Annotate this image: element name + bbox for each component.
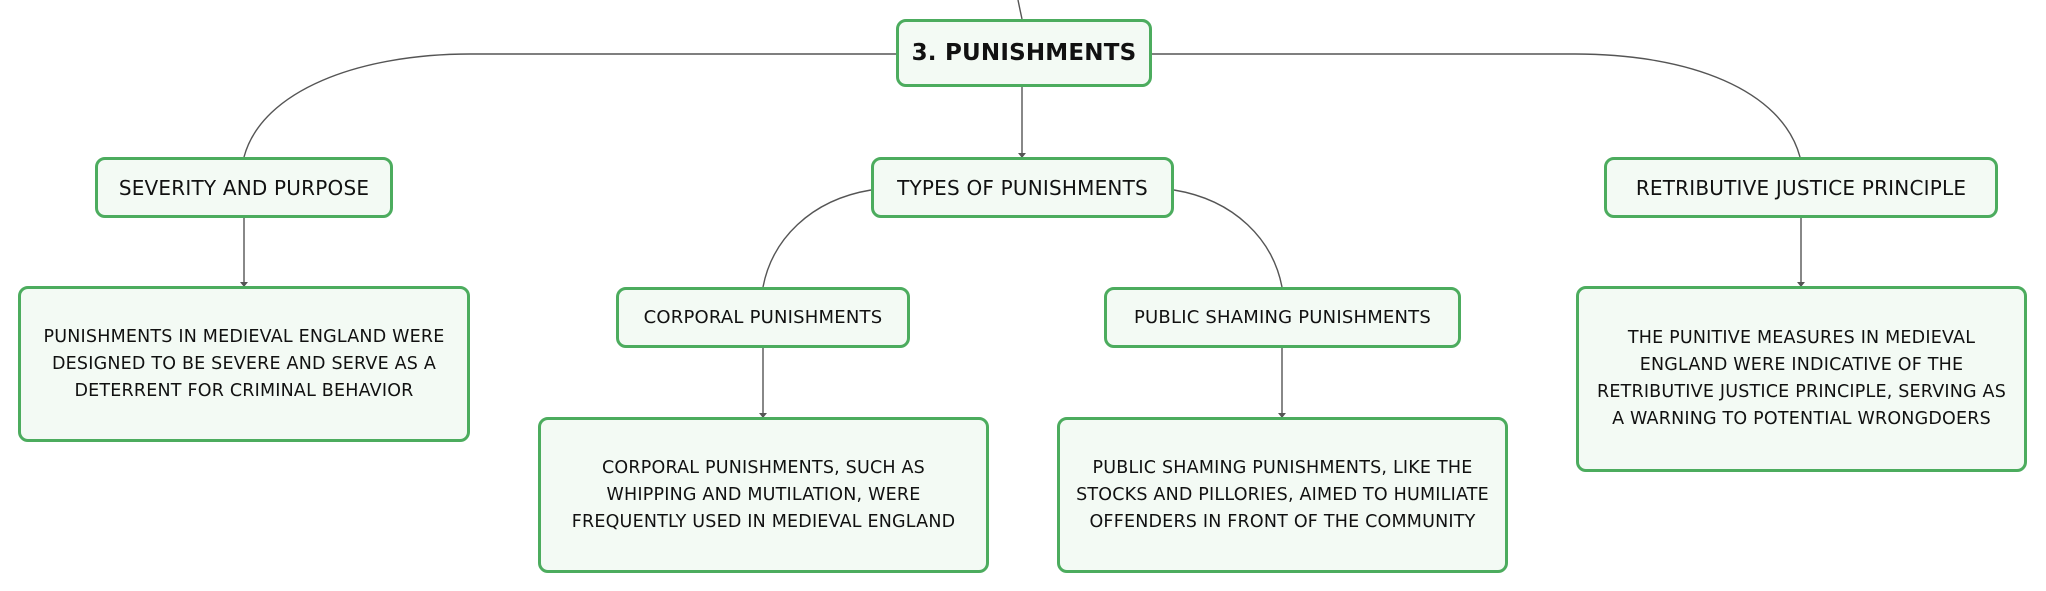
connector-root-to-severity xyxy=(243,53,896,158)
connector-types-to-corporal xyxy=(762,189,872,288)
branch-node-retributive-justice-principle[interactable]: RETRIBUTIVE JUSTICE PRINCIPLE xyxy=(1604,157,1998,218)
detail-node-severity-and-purpose[interactable]: PUNISHMENTS IN MEDIEVAL ENGLAND WERE DES… xyxy=(18,286,470,442)
connector-parent-to-root xyxy=(1017,0,1023,20)
detail-node-retributive-justice-principle[interactable]: THE PUNITIVE MEASURES IN MEDIEVAL ENGLAN… xyxy=(1576,286,2027,472)
branch-node-label: RETRIBUTIVE JUSTICE PRINCIPLE xyxy=(1635,175,1967,200)
detail-node-text: THE PUNITIVE MEASURES IN MEDIEVAL ENGLAN… xyxy=(1596,328,2007,429)
subbranch-node-corporal-punishments[interactable]: CORPORAL PUNISHMENTS xyxy=(616,287,910,348)
branch-node-label: TYPES OF PUNISHMENTS xyxy=(897,175,1148,200)
branch-node-severity-and-purpose[interactable]: SEVERITY AND PURPOSE xyxy=(95,157,393,218)
detail-node-corporal-punishments[interactable]: CORPORAL PUNISHMENTS, SUCH AS WHIPPING A… xyxy=(538,417,989,573)
branch-node-types-of-punishments[interactable]: TYPES OF PUNISHMENTS xyxy=(871,157,1174,218)
connector-root-to-retributive xyxy=(1152,53,1801,158)
detail-node-text: PUBLIC SHAMING PUNISHMENTS, LIKE THE STO… xyxy=(1076,457,1489,532)
detail-node-text: CORPORAL PUNISHMENTS, SUCH AS WHIPPING A… xyxy=(571,457,956,532)
root-node-label: 3. PUNISHMENTS xyxy=(911,40,1137,66)
root-node-punishments[interactable]: 3. PUNISHMENTS xyxy=(896,19,1152,87)
branch-node-label: SEVERITY AND PURPOSE xyxy=(118,175,370,200)
subbranch-node-public-shaming-punishments[interactable]: PUBLIC SHAMING PUNISHMENTS xyxy=(1104,287,1461,348)
subbranch-node-label: CORPORAL PUNISHMENTS xyxy=(643,307,883,328)
subbranch-node-label: PUBLIC SHAMING PUNISHMENTS xyxy=(1133,307,1431,328)
detail-node-text: PUNISHMENTS IN MEDIEVAL ENGLAND WERE DES… xyxy=(43,326,445,401)
detail-node-public-shaming-punishments[interactable]: PUBLIC SHAMING PUNISHMENTS, LIKE THE STO… xyxy=(1057,417,1508,573)
connector-types-to-shaming xyxy=(1173,189,1283,288)
